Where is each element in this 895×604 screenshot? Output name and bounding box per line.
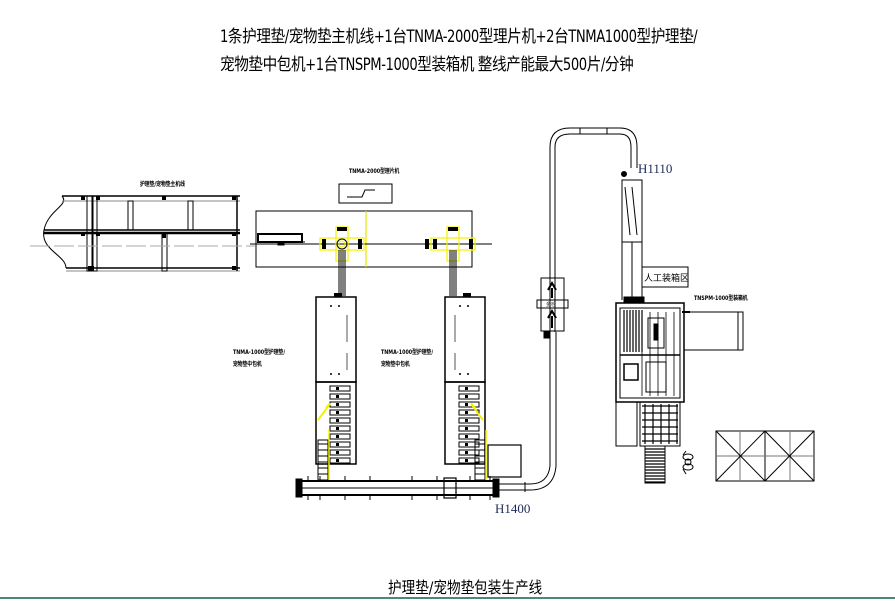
packer-left-label-2: 宠物垫中包机 — [233, 361, 262, 368]
case-packer-machine — [615, 171, 744, 484]
packer-left-label-1: TNMA-1000型护理垫/ — [233, 349, 286, 356]
cross-heads — [319, 226, 476, 296]
manual-packing-zone-label: 人工装箱区 — [644, 273, 690, 283]
main-line-label: 护理垫/宠物垫主机线 — [140, 181, 185, 188]
case-packer-label: TNSPM-1000型装箱机 — [694, 295, 748, 302]
bottom-conveyor — [295, 332, 557, 500]
operator-icon — [682, 450, 694, 475]
title-line-2: 宠物垫中包机+1台TNSPM-1000型装箱机 整线产能最大500片/分钟 — [220, 55, 634, 75]
cross-head-2 — [425, 226, 476, 296]
elevator-pipe — [536, 127, 638, 339]
footer-rule — [0, 597, 895, 599]
packer-right-label-1: TNMA-1000型护理垫/ — [381, 349, 434, 356]
conveyor-code-label: H1400 — [495, 501, 531, 516]
cross-head-1 — [319, 226, 365, 296]
title-line-1: 1条护理垫/宠物垫主机线+1台TNMA-2000型理片机+2台TNMA1000型… — [220, 27, 698, 47]
elevator-code-label: H1110 — [638, 161, 673, 176]
metal-check-label: 金检 — [546, 302, 557, 308]
packer-column-2 — [444, 293, 487, 481]
packer-right-label-2: 宠物垫中包机 — [381, 361, 410, 368]
main-line-machine — [30, 195, 255, 272]
footer-caption: 护理垫/宠物垫包装生产线 — [388, 578, 543, 597]
packer-column-1 — [315, 293, 357, 481]
sorter-label: TNMA-2000型理片机 — [349, 168, 400, 175]
pallet-area — [715, 430, 815, 482]
packers — [315, 293, 487, 481]
